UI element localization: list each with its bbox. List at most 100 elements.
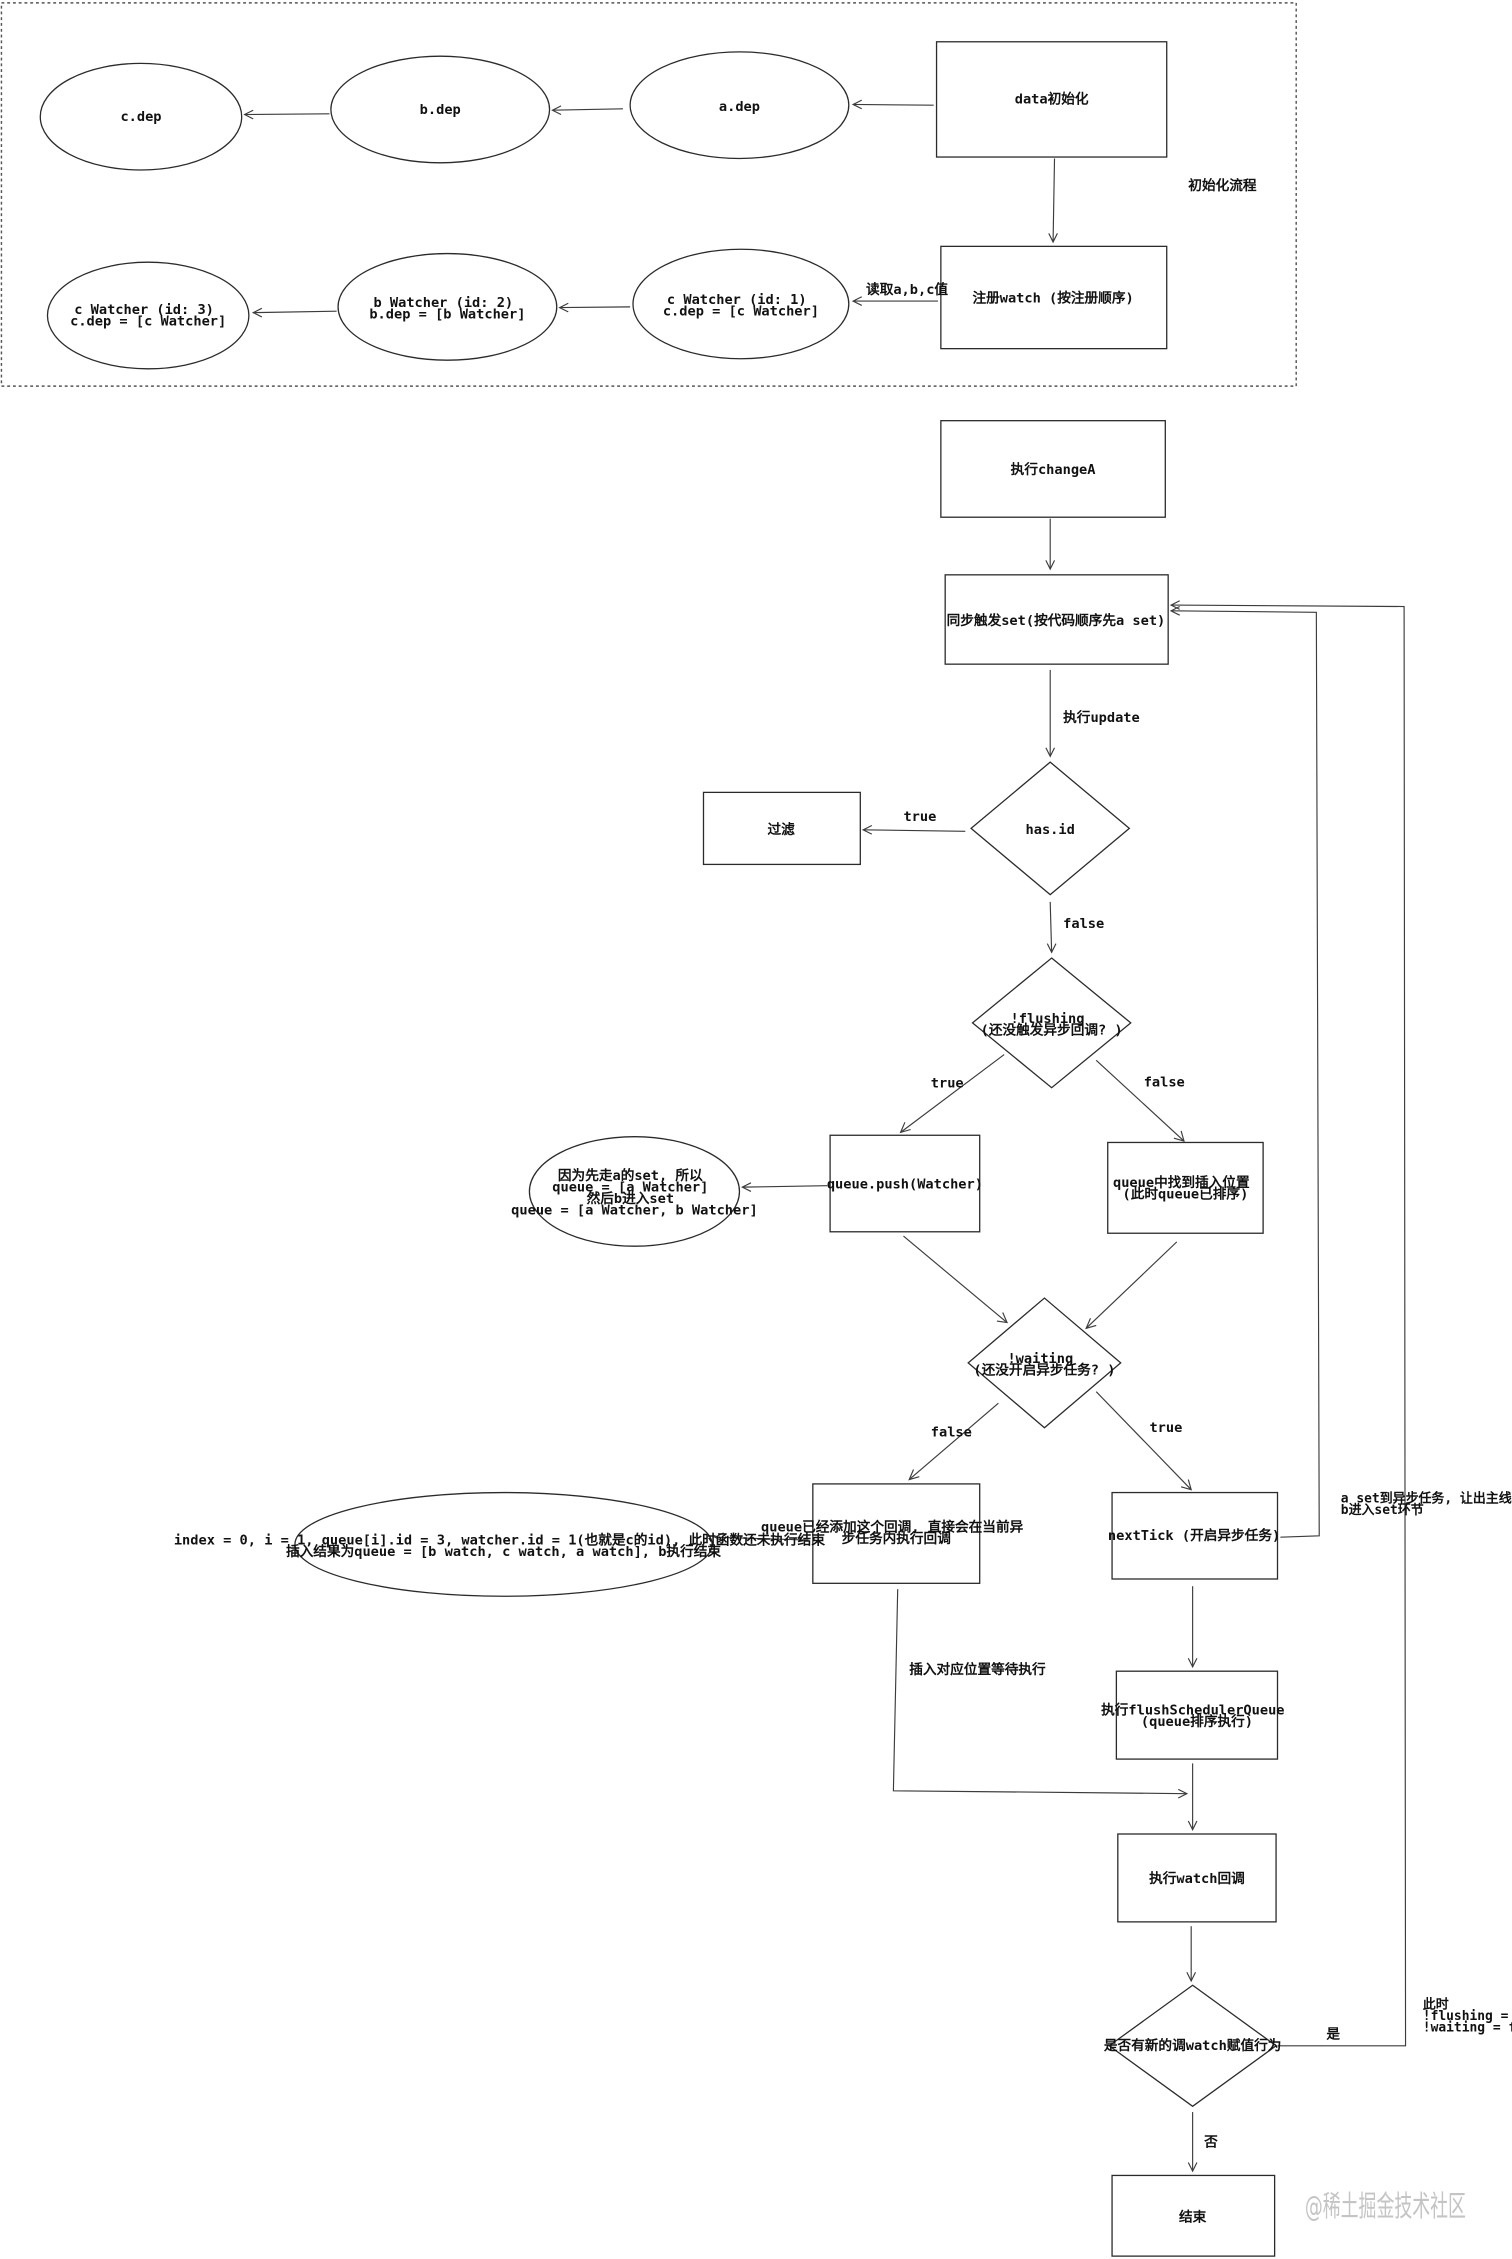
arrowhead: [1177, 1788, 1189, 1799]
node-sync-set: [944, 574, 1169, 665]
node-b-dep: [330, 55, 551, 164]
node-watch-callback: [1117, 1833, 1277, 1923]
node-c-dep: [39, 62, 243, 171]
arrowheads: [243, 99, 1198, 2173]
label-index-note: index = 0, i = 1, queue[i].id = 3, watch…: [174, 1531, 833, 1560]
label-flushing: !flushing (还没触发异步回调? ): [981, 1011, 1123, 1039]
arrowhead: [996, 1312, 1008, 1324]
arrowhead: [551, 105, 562, 116]
arrowhead: [1045, 747, 1056, 758]
arrowhead: [1187, 2162, 1198, 2173]
init-section-frame: [0, 2, 1297, 387]
label-new-assign: 是否有新的调watch赋值行为: [1104, 2037, 1282, 2054]
edge-waiting-to-nexttick: [1095, 1391, 1192, 1491]
edge-label-no: 否: [1203, 2135, 1218, 2151]
arrowhead: [713, 1532, 724, 1543]
edge-labels: 读取a,b,c值 执行update true false true false …: [866, 281, 1340, 2151]
edge-label-read-abc: 读取a,b,c值: [866, 281, 948, 298]
arrowhead: [899, 1122, 911, 1134]
edge-label-hasid-true: true: [903, 809, 936, 825]
label-data-init: data初始化: [1015, 91, 1089, 108]
arrowhead: [1046, 943, 1057, 954]
node-a-dep: [629, 51, 850, 160]
edge-waiting-to-added: [908, 1402, 999, 1481]
init-section-label: 初始化流程: [1188, 177, 1257, 194]
edges: [244, 103, 1407, 2172]
label-a-watcher: c Watcher (id: 1) c.dep = [c Watcher]: [663, 292, 819, 320]
edge-hasid-to-filter: [863, 829, 966, 832]
label-has-id: has.id: [1026, 822, 1075, 838]
arrowhead: [1048, 233, 1058, 244]
node-data-init: [935, 41, 1168, 158]
edge-label-waiting-true: true: [1149, 1420, 1182, 1436]
watermark: @稀土掘金技术社区: [1305, 2189, 1466, 2223]
edge-label-flushing-false: false: [1144, 1074, 1185, 1090]
edge-data-to-adep: [853, 103, 934, 106]
edge-awatcher-to-bwatcher: [559, 306, 631, 309]
node-waiting: [967, 1297, 1122, 1429]
edge-label-yes: 是: [1326, 2027, 1340, 2043]
node-labels: c.dep b.dep a.dep data初始化 c Watcher (id:…: [70, 91, 1284, 2226]
label-change-a: 执行changeA: [1011, 461, 1096, 478]
node-next-tick: [1111, 1491, 1279, 1580]
arrowhead: [558, 302, 569, 313]
label-c-watcher: c Watcher (id: 3) c.dep = [c Watcher]: [70, 302, 226, 330]
arrowhead: [1186, 1972, 1197, 1983]
arrowhead: [1187, 1657, 1198, 1669]
edge-hasid-to-flushing: [1049, 901, 1053, 953]
edge-adep-to-bdep: [552, 108, 623, 111]
arrowhead: [1169, 600, 1180, 610]
arrowhead: [1085, 1318, 1097, 1330]
node-filter: [702, 791, 861, 866]
edge-data-to-register: [1052, 158, 1056, 243]
node-new-assign: [1108, 1984, 1278, 2108]
node-queue-added: [812, 1483, 981, 1584]
node-a-watcher: [632, 248, 850, 360]
node-register-watch: [940, 245, 1168, 350]
arrowhead: [908, 1469, 920, 1481]
node-queue-insert: [1107, 1141, 1264, 1234]
node-has-id: [970, 761, 1131, 896]
note-reset-flags: 此时 !flushing = false !waiting = false: [1423, 1996, 1512, 2035]
edge-label-hasid-false: false: [1063, 916, 1104, 932]
arrowhead: [243, 109, 254, 120]
label-sync-set: 同步触发set(按代码顺序先a set): [947, 612, 1166, 629]
edge-added-to-flush: [892, 1589, 1187, 1795]
node-end: [1111, 2174, 1276, 2257]
arrowhead: [1187, 1820, 1198, 1831]
edge-flushing-to-push: [900, 1054, 1005, 1133]
edge-bdep-to-cdep: [244, 113, 330, 116]
node-b-watcher: [337, 252, 558, 361]
edge-label-insert-wait: 插入对应位置等待执行: [909, 1661, 1046, 1678]
node-change-a: [940, 420, 1166, 518]
arrowhead: [251, 307, 263, 318]
edge-push-to-note: [742, 1185, 828, 1188]
node-index-note: [294, 1491, 713, 1597]
arrowhead: [851, 296, 862, 306]
node-push-note: [528, 1136, 741, 1247]
edge-newassign-yes-to-set: [1171, 604, 1407, 2047]
edge-insert-to-waiting: [1085, 1241, 1178, 1329]
edge-label-flushing-true: true: [931, 1076, 964, 1092]
arrowhead: [851, 99, 862, 110]
label-queue-added: queue已经添加这个回调, 直接会在当前异 步任务内执行回调: [761, 1518, 1031, 1547]
edge-bwatcher-to-cwatcher: [253, 310, 337, 314]
label-waiting: !waiting (还没开启异步任务? ): [973, 1351, 1115, 1379]
label-push-note: 因为先走a的set, 所以 queue = [a Watcher] 然后b进入s…: [511, 1167, 757, 1219]
label-next-tick: nextTick (开启异步任务): [1108, 1527, 1280, 1544]
note-async: a set到异步任务, 让出主线程 b进入set环节: [1341, 1491, 1512, 1519]
node-queue-push: [829, 1134, 981, 1233]
label-b-dep: b.dep: [420, 102, 461, 118]
node-flush-queue: [1115, 1670, 1279, 1760]
arrowhead: [861, 824, 873, 835]
label-filter: 过滤: [768, 821, 796, 838]
label-b-watcher: b Watcher (id: 2) b.dep = [b Watcher]: [369, 295, 525, 323]
edge-label-waiting-false: false: [931, 1424, 972, 1440]
edge-nexttick-loop-to-set: [1171, 610, 1320, 1538]
arrowhead: [741, 1182, 752, 1192]
label-queue-insert: queue中找到插入位置 (此时queue已排序): [1113, 1174, 1258, 1203]
label-a-dep: a.dep: [719, 99, 760, 115]
edge-flushing-to-insert: [1095, 1059, 1185, 1142]
arrowhead: [1180, 1479, 1193, 1491]
